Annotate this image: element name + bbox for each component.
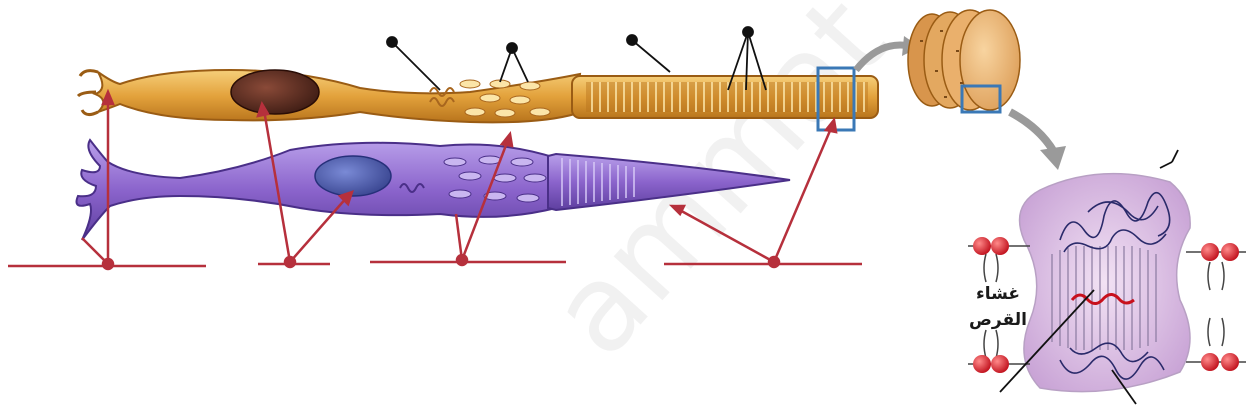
disc-stack-zoom <box>908 10 1020 110</box>
rod-cell <box>78 70 878 122</box>
pointer-dot-3 <box>627 35 637 45</box>
rod-nucleus <box>231 70 319 114</box>
phospholipid-right <box>1186 243 1246 371</box>
rod-disc-stack <box>592 82 864 112</box>
disc-membrane-label-line1: غشاء <box>968 286 1028 303</box>
phospholipid-left <box>968 237 1030 373</box>
disc-membrane-label-line2: القرص <box>968 312 1028 329</box>
pointer-dot-2 <box>507 43 517 53</box>
cone-nucleus <box>315 156 391 196</box>
pointer-dot-4 <box>743 27 753 37</box>
disc-membrane-detail <box>1020 174 1191 392</box>
callout-arrow-bottom <box>1010 112 1054 152</box>
pointer-dot-1 <box>387 37 397 47</box>
